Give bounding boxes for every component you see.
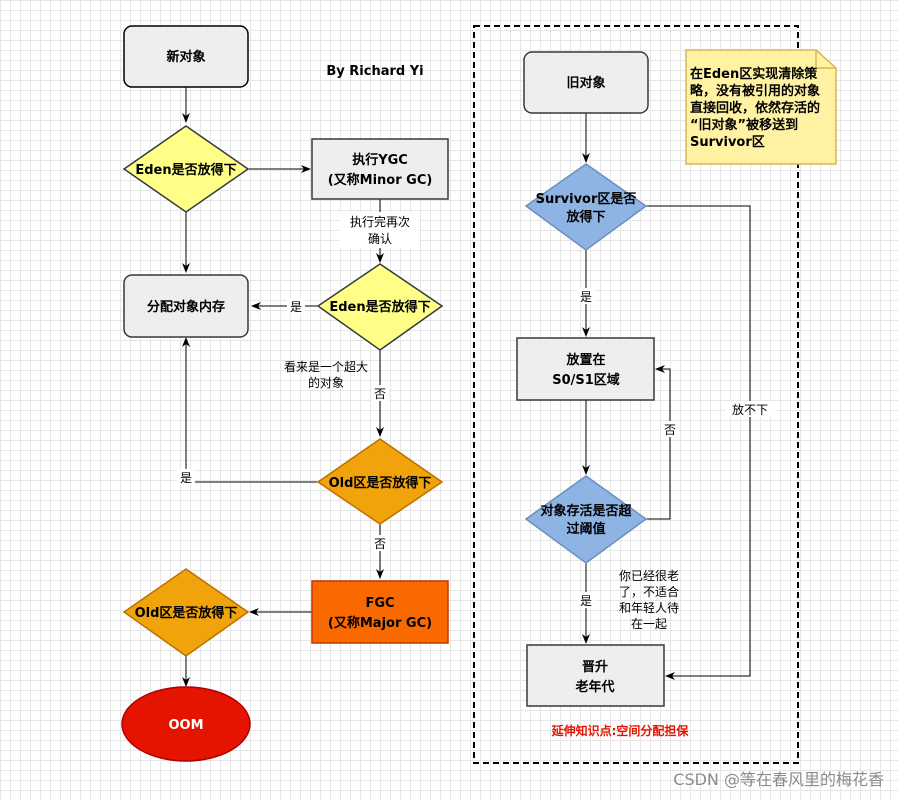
fgc-label-2: (又称Major GC) [328, 615, 432, 631]
old-check-1-diamond: Old区是否放得下 [316, 438, 444, 525]
after-ygc-label-1: 执行完再次 [350, 214, 410, 229]
yes-old1-label: 是 [180, 471, 192, 485]
note-line-5: Survivor区 [690, 135, 765, 150]
new-object-label: 新对象 [166, 49, 205, 65]
old-note-line-2: 了，不适合 [619, 584, 679, 599]
old-note-line-1: 你已经很老 [619, 569, 679, 583]
after-ygc-label-2: 确认 [368, 232, 392, 246]
survivor-check-diamond: Survivor区是否 放得下 [524, 163, 648, 251]
age-check-label-2: 过阈值 [566, 521, 605, 537]
place-s-label-1: 放置在 [565, 352, 605, 368]
note-line-3: 直接回收，依然存活的 [690, 100, 820, 116]
ygc-box: 执行YGC (又称Minor GC) [311, 138, 449, 200]
note-box: 在Eden区实现清除策 略，没有被引用的对象 直接回收，依然存活的 “旧对象”被… [685, 49, 837, 165]
allocate-box: 分配对象内存 [123, 274, 249, 338]
yes-age-label: 是 [580, 594, 592, 608]
old-check-1-label: Old区是否放得下 [329, 475, 432, 491]
old-object-label: 旧对象 [566, 75, 605, 91]
after-ygc-label-bg [340, 212, 420, 248]
new-object-box: 新对象 [123, 25, 249, 88]
yes-survivor-label: 是 [580, 290, 592, 304]
ygc-label-2: (又称Minor GC) [328, 172, 433, 188]
old-check-2-label: Old区是否放得下 [135, 605, 238, 621]
no-eden2-label: 否 [374, 387, 386, 401]
eden-check-1-diamond: Eden是否放得下 [122, 125, 250, 213]
cannot-fit-bg [725, 401, 775, 417]
no-age-label: 否 [664, 423, 676, 437]
note-line-1: 在Eden区实现清除策 [690, 66, 818, 82]
cannot-fit-label: 放不下 [732, 402, 768, 417]
eden-check-2-diamond: Eden是否放得下 [316, 263, 444, 351]
ygc-label-1: 执行YGC [352, 152, 408, 168]
big-object-label-2: 的对象 [308, 375, 344, 390]
promote-box: 晋升 老年代 [526, 644, 665, 707]
oom-label: OOM [168, 718, 203, 733]
place-s-box: 放置在 S0/S1区域 [516, 337, 655, 401]
yes-survivor-bg [577, 288, 595, 304]
old-note-line-4: 在一起 [631, 617, 667, 631]
yes-age-bg [577, 592, 595, 608]
yes-old1-bg [177, 469, 195, 485]
eden-check-1-label: Eden是否放得下 [135, 162, 236, 178]
no-old1-bg [371, 535, 389, 551]
promote-label-2: 老年代 [574, 679, 614, 695]
age-check-label-1: 对象存活是否超 [540, 503, 632, 519]
no-eden2-bg [371, 385, 389, 401]
eden-check-2-label: Eden是否放得下 [329, 299, 430, 315]
yes-eden2-label: 是 [290, 300, 302, 314]
big-object-label-1: 看来是一个超大 [284, 359, 368, 374]
no-age-bg [661, 421, 679, 437]
survivor-check-label-1: Survivor区是否 [536, 192, 637, 207]
age-check-diamond: 对象存活是否超 过阈值 [524, 475, 648, 564]
place-s-label-2: S0/S1区域 [552, 372, 620, 388]
no-old1-label: 否 [374, 537, 386, 551]
yes-eden2-bg [287, 298, 305, 314]
old-check-2-diamond: Old区是否放得下 [122, 568, 250, 657]
survivor-check-label-2: 放得下 [565, 209, 605, 225]
note-line-2: 略，没有被引用的对象 [690, 83, 820, 99]
fgc-box: FGC (又称Major GC) [311, 580, 449, 644]
allocate-label: 分配对象内存 [147, 299, 225, 315]
fgc-label-1: FGC [365, 596, 394, 611]
young-gen-container [473, 25, 799, 764]
author-label: By Richard Yi [326, 64, 423, 79]
note-line-4: “旧对象”被移送到 [690, 117, 798, 133]
watermark: CSDN @等在春风里的梅花香 [673, 770, 884, 789]
oom-ellipse: OOM [121, 686, 251, 762]
old-object-box: 旧对象 [523, 51, 649, 114]
extension-label: 延伸知识点:空间分配担保 [551, 723, 690, 738]
old-note-line-3: 和年轻人待 [619, 601, 679, 615]
promote-label-1: 晋升 [582, 659, 608, 675]
